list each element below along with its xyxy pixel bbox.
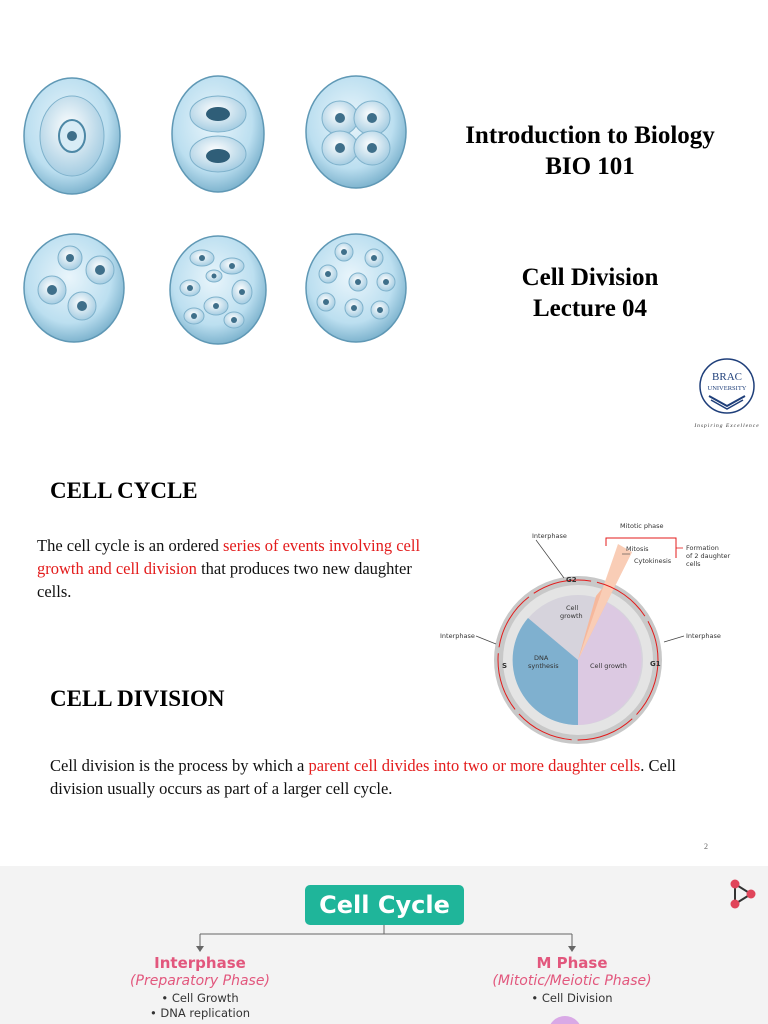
cell-one [23, 77, 121, 195]
interphase-right-label: Interphase [686, 632, 721, 640]
brac-university-logo: BRAC UNIVERSITY Inspiring Excellence [688, 356, 766, 429]
logo-tagline: Inspiring Excellence [694, 423, 760, 429]
cell-two [171, 75, 265, 193]
cell-growth-top-2: growth [560, 612, 583, 620]
cell-eight [23, 233, 125, 343]
s-label: S [502, 662, 507, 670]
cell-cycle-overview-slide: Cell Cycle Interphase (Preparatory Phase… [0, 866, 768, 1024]
p1-highlight: series of events involving cell growth a… [37, 536, 421, 578]
dna-label-1: DNA [534, 654, 549, 662]
formation-label-2: of 2 daughter [686, 552, 731, 560]
m-phase-item: • Cell Division [531, 991, 613, 1005]
logo-line1: BRAC [712, 371, 742, 383]
cell-cycle-diagram: Mitotic phase Interphase Interphase Inte… [440, 522, 731, 744]
course-title-block: Introduction to Biology BIO 101 [430, 120, 750, 182]
logo-line2: UNIVERSITY [708, 385, 747, 392]
mitosis-label: Mitosis [626, 545, 649, 553]
formation-label-1: Formation [686, 544, 719, 552]
page-number: 2 [704, 842, 708, 851]
lecture-number: Lecture 04 [532, 295, 648, 322]
interphase-column: Interphase (Preparatory Phase) • Cell Gr… [90, 954, 310, 1021]
formation-label-3: cells [686, 560, 701, 568]
interphase-top-label: Interphase [532, 532, 567, 540]
lecture-title-block: Cell Division Lecture 04 [430, 262, 750, 324]
cell-cycle-heading: CELL CYCLE [50, 478, 198, 503]
m-phase-title: M Phase [536, 954, 608, 972]
p2-highlight: parent cell divides into two or more dau… [308, 756, 641, 775]
cell-division-heading: CELL DIVISION [50, 686, 225, 711]
interphase-title: Interphase [154, 954, 246, 972]
interphase-item: • Cell Growth [161, 991, 239, 1005]
cell-cycle-title-box: Cell Cycle [305, 885, 464, 925]
cell-division-paragraph: Cell division is the process by which a … [50, 754, 710, 800]
dna-label-2: synthesis [528, 662, 559, 670]
m-phase-column: M Phase (Mitotic/Meiotic Phase) • Cell D… [462, 954, 682, 1006]
cytokinesis-wedge [578, 544, 632, 660]
p2-text-end: . Cell division usually occurs as part o… [50, 756, 676, 798]
p2-text: Cell division is the process by which a [50, 756, 309, 775]
course-code: BIO 101 [545, 153, 635, 180]
s-sector [512, 618, 578, 726]
cytokinesis-label: Cytokinesis [634, 557, 672, 565]
university-seal-icon: BRAC UNIVERSITY [699, 358, 755, 414]
cell-division-illustration [23, 75, 407, 345]
cycle-arrow [497, 579, 659, 741]
cell-four [305, 75, 407, 189]
cell-cycle-slide: CELL CYCLE The cell cycle is an ordered … [0, 440, 768, 856]
brand-logo-icon [730, 879, 756, 909]
connector-lines [196, 925, 576, 952]
mitotic-phase-label: Mitotic phase [620, 522, 664, 530]
decorative-shape [548, 1016, 582, 1024]
cell-growth-top-1: Cell [566, 604, 578, 612]
g2-label: G2 [566, 576, 577, 584]
g1-label: G1 [650, 660, 661, 668]
cell-cycle-paragraph: The cell cycle is an ordered series of e… [37, 534, 447, 603]
interphase-subtitle: (Preparatory Phase) [130, 973, 270, 989]
interphase-left-label: Interphase [440, 632, 475, 640]
p1-text-end: that produces two new daughter cells. [37, 559, 412, 601]
m-phase-subtitle: (Mitotic/Meiotic Phase) [492, 973, 652, 989]
p1-text: The cell cycle is an ordered [37, 536, 223, 555]
interphase-item: • DNA replication [149, 1006, 251, 1020]
g1-sector [578, 598, 642, 725]
course-title: Introduction to Biology [465, 122, 715, 149]
title-slide: Introduction to Biology BIO 101 Cell Div… [0, 0, 768, 432]
cell-morula [305, 233, 407, 343]
topic-title: Cell Division [521, 264, 659, 291]
cell-growth-right: Cell growth [590, 662, 627, 670]
cell-sixteen [169, 235, 267, 345]
